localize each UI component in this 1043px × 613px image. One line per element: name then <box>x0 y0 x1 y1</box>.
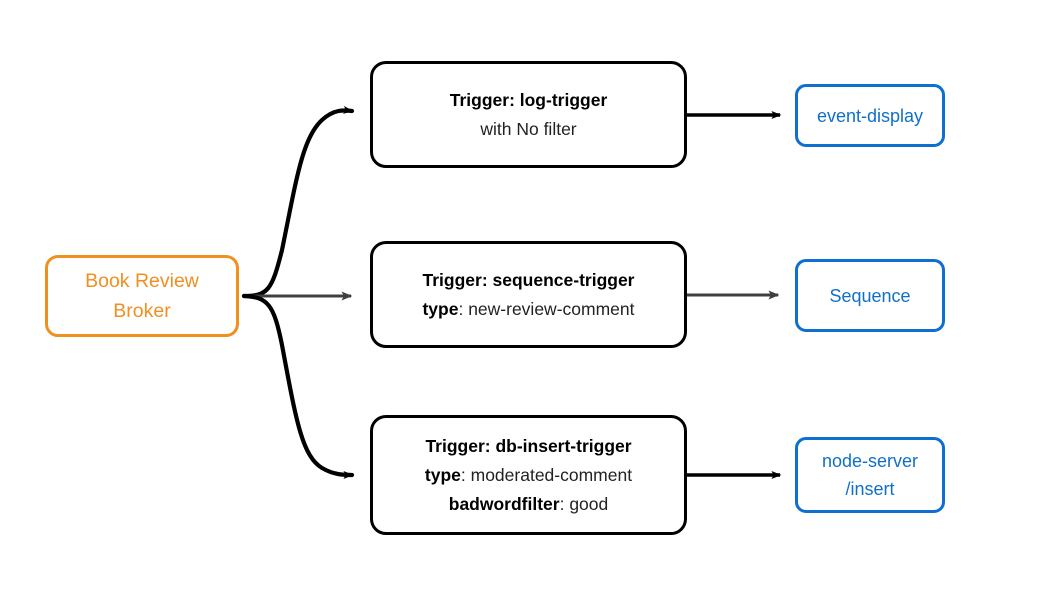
sink-event-display-label: event-display <box>816 105 924 126</box>
connector-broker-to-db-insert-trigger <box>241 293 355 479</box>
trigger-log-line-2-rest: with No filter <box>480 118 577 139</box>
trigger-db-line-2-bold: type <box>424 464 461 485</box>
connector-broker-to-log-trigger <box>241 105 355 299</box>
trigger-sequence-line-2-bold: type <box>422 298 459 319</box>
node-sink-node-server-insert[interactable]: node-server /insert <box>795 437 945 513</box>
node-book-review-broker[interactable]: Book Review Broker <box>45 255 239 337</box>
trigger-db-line-3-rest: : good <box>559 493 609 514</box>
trigger-db-line-2-rest: : moderated-comment <box>460 464 633 485</box>
trigger-sequence-line-1: Trigger: sequence-trigger <box>423 266 635 295</box>
node-sink-event-display[interactable]: event-display <box>795 84 945 147</box>
trigger-db-line-3-bold: badwordfilter <box>448 493 560 514</box>
sink-node-server-line-1: node-server <box>821 451 919 471</box>
trigger-sequence-line-2: type: new-review-comment <box>422 295 634 324</box>
sink-sequence-label: Sequence <box>829 285 911 306</box>
trigger-log-line-2: with No filter <box>480 115 576 144</box>
trigger-db-line-1-bold: Trigger: db-insert-trigger <box>425 435 632 456</box>
broker-label-line-2: Broker <box>113 300 171 322</box>
trigger-db-line-3: badwordfilter: good <box>449 490 609 519</box>
trigger-db-line-1: Trigger: db-insert-trigger <box>425 432 631 461</box>
trigger-db-line-2: type: moderated-comment <box>425 461 632 490</box>
sink-node-server-line-2: /insert <box>845 479 895 499</box>
node-trigger-db-insert-trigger[interactable]: Trigger: db-insert-trigger type: moderat… <box>370 415 687 535</box>
trigger-log-line-1: Trigger: log-trigger <box>450 86 608 115</box>
broker-label-line-1: Book Review <box>85 270 199 292</box>
trigger-sequence-line-2-rest: : new-review-comment <box>458 298 635 319</box>
node-sink-sequence[interactable]: Sequence <box>795 259 945 332</box>
trigger-log-line-1-bold: Trigger: log-trigger <box>449 89 608 110</box>
trigger-sequence-line-1-bold: Trigger: sequence-trigger <box>422 269 635 290</box>
node-trigger-log-trigger[interactable]: Trigger: log-trigger with No filter <box>370 61 687 168</box>
node-trigger-sequence-trigger[interactable]: Trigger: sequence-trigger type: new-revi… <box>370 241 687 348</box>
